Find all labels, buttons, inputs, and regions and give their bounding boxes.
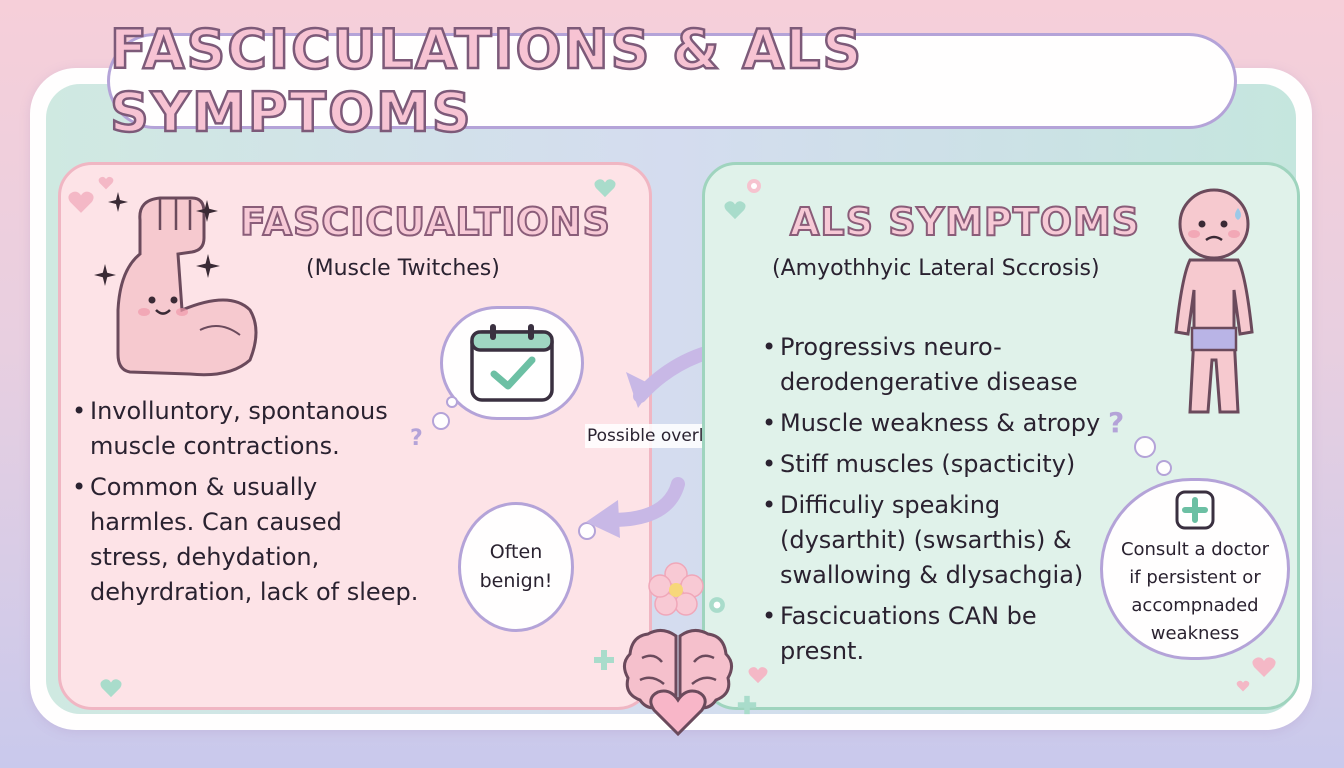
fasciculations-heading: FASCICUALTIONS xyxy=(239,199,611,245)
fasciculations-subheading: (Muscle Twitches) xyxy=(306,256,500,281)
sparkle-icon xyxy=(94,264,116,286)
list-item: Muscle weakness & atropy xyxy=(762,406,1142,441)
question-mark-icon: ? xyxy=(410,426,423,451)
brain-heart-icon xyxy=(623,629,733,737)
thought-dot xyxy=(446,396,458,408)
calendar-check-icon xyxy=(470,324,554,402)
benign-bubble: Often benign! xyxy=(458,502,574,632)
als-subheading: (Amyothhyic Lateral Sccrosis) xyxy=(772,256,1100,281)
calendar-bubble xyxy=(440,306,584,420)
person-icon xyxy=(1174,188,1254,414)
question-mark-icon: ? xyxy=(1108,406,1125,439)
sparkle-icon xyxy=(196,200,218,222)
medical-cross-icon xyxy=(1175,490,1215,530)
curved-arrow-icon xyxy=(586,477,685,538)
flexed-arm-icon xyxy=(116,196,258,377)
flower-icon xyxy=(648,562,704,616)
list-item: Involluntory, spontanous muscle contract… xyxy=(72,394,390,464)
thought-dot xyxy=(432,412,450,430)
medical-cross-icon xyxy=(737,695,757,715)
heart-icon xyxy=(98,176,114,190)
fasciculations-bullet-list: Involluntory, spontanous muscle contract… xyxy=(72,394,422,616)
list-item: Difficuliy speaking (dysarthit) (swsarth… xyxy=(762,488,1130,593)
heart-icon xyxy=(748,667,768,684)
als-heading: ALS SYMPTOMS xyxy=(789,199,1141,245)
list-item: Common & usually harmles. Can caused str… xyxy=(72,470,422,610)
als-bullet-list: Progressivs neuro- derodengerative disea… xyxy=(762,330,1142,675)
list-item: Fascicuations CAN be presnt. xyxy=(762,599,1070,669)
benign-text: Often benign! xyxy=(479,541,553,592)
heart-icon xyxy=(1236,680,1250,692)
list-item: Progressivs neuro- derodengerative disea… xyxy=(762,330,1080,400)
sparkle-icon xyxy=(196,254,220,278)
heart-icon xyxy=(1252,657,1276,677)
title-banner: FASCICULATIONS & ALS SYMPTOMS xyxy=(107,17,1237,145)
medical-cross-icon xyxy=(594,650,614,670)
doctor-bubble: Consult a doctor if persistent or accomp… xyxy=(1100,478,1290,660)
flower-icon xyxy=(747,179,761,193)
thought-dot xyxy=(578,522,596,540)
thought-dot xyxy=(1134,436,1156,458)
sparkle-icon xyxy=(108,192,128,212)
thought-dot xyxy=(1156,460,1172,476)
list-item: Stiff muscles (spacticity) xyxy=(762,447,1142,482)
doctor-text: Consult a doctor if persistent or accomp… xyxy=(1120,539,1270,644)
heart-icon xyxy=(594,179,616,198)
heart-icon xyxy=(68,191,94,213)
page-title: FASCICULATIONS & ALS SYMPTOMS xyxy=(109,17,864,146)
flower-icon xyxy=(709,597,725,613)
heart-icon xyxy=(724,201,746,220)
heart-icon xyxy=(100,679,122,698)
